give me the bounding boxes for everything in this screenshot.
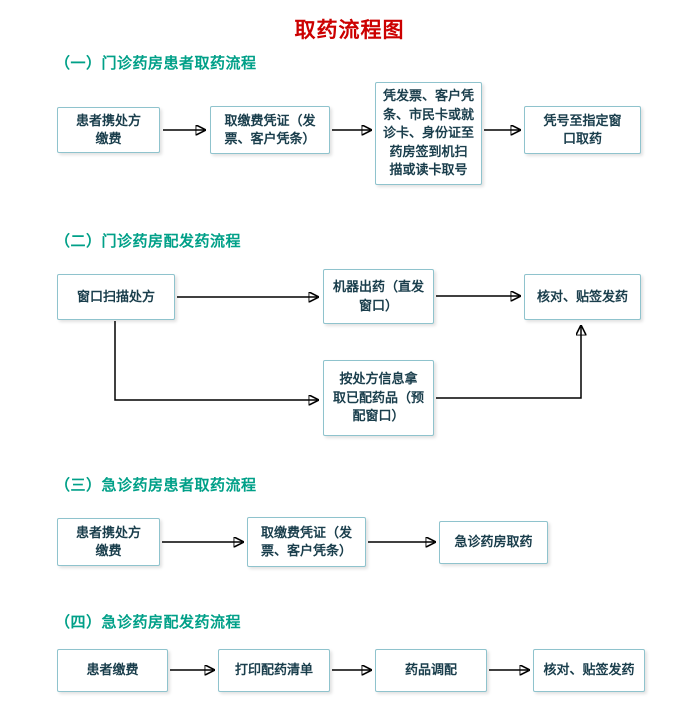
box-pickup-at-window: 凭号至指定窗 口取药: [524, 106, 641, 154]
box-patient-pay-prescription-2: 患者携处方 缴费: [57, 518, 160, 566]
box-patient-pay-prescription-1: 患者携处方 缴费: [57, 107, 160, 153]
box-patient-pay: 患者缴费: [57, 649, 168, 692]
box-get-payment-voucher-2: 取缴费凭证（发 票、客户凭条）: [247, 517, 366, 567]
box-scan-card-get-number: 凭发票、客户凭 条、市民卡或就 诊卡、身份证至 药房签到机扫 描或读卡取号: [375, 82, 482, 185]
box-check-label-dispense-2: 核对、贴签发药: [533, 649, 645, 692]
section-4-heading: （四）急诊药房配发药流程: [55, 614, 242, 631]
box-machine-dispense: 机器出药（直发 窗口）: [323, 269, 434, 324]
section-3-heading: （三）急诊药房患者取药流程: [55, 477, 257, 494]
section-1-heading: （一）门诊药房患者取药流程: [55, 55, 257, 72]
box-medicine-preparation: 药品调配: [375, 649, 487, 692]
box-emergency-pharmacy-pickup: 急诊药房取药: [439, 521, 548, 564]
arrow-s2-scan-to-preprepared: [114, 321, 317, 400]
section-2-heading: （二）门诊药房配发药流程: [55, 233, 242, 250]
box-get-payment-voucher-1: 取缴费凭证（发 票、客户凭条）: [210, 106, 330, 154]
arrow-s2-preprepared-to-check: [436, 327, 581, 399]
box-window-scan-prescription: 窗口扫描处方: [57, 274, 175, 320]
box-take-preprepared-medicine: 按处方信息拿 取已配药品（预 配窗口）: [323, 360, 434, 436]
box-print-dispense-list: 打印配药清单: [218, 649, 330, 692]
page-title: 取药流程图: [294, 19, 405, 42]
box-check-label-dispense-1: 核对、贴签发药: [524, 274, 641, 320]
